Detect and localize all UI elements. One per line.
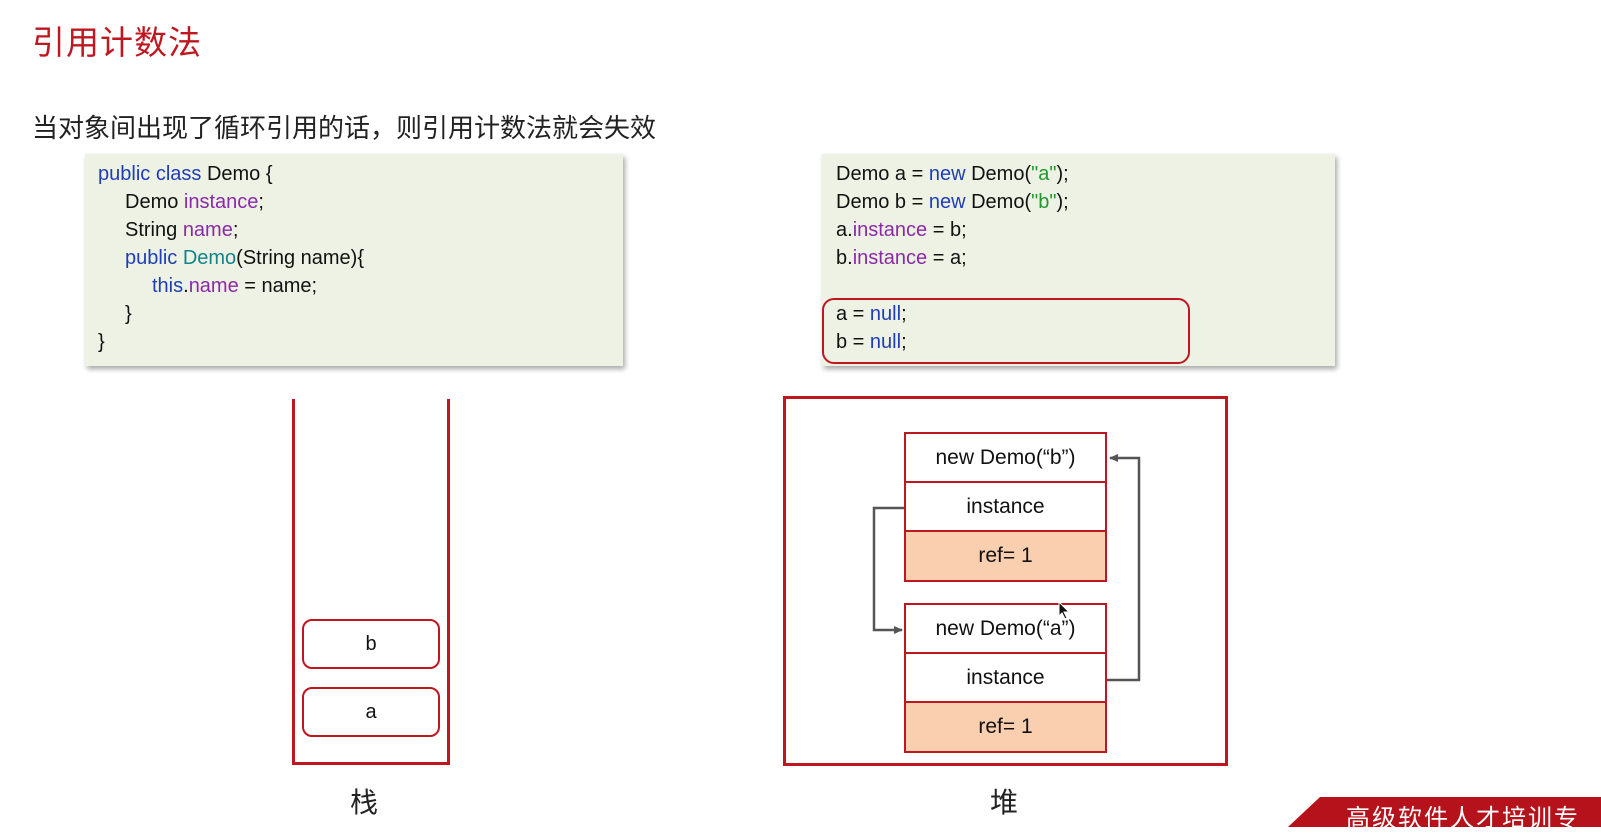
mouse-pointer-icon (1058, 601, 1071, 620)
stack-slot-a: a (302, 687, 440, 737)
code-token: this (152, 275, 184, 297)
code-token: = a; (927, 247, 967, 269)
code-token: b. (836, 247, 853, 269)
object-header: new Demo(“a”) (906, 605, 1105, 654)
code-token: ); (1056, 163, 1069, 185)
code-token: instance (183, 191, 259, 213)
code-token: } (98, 331, 105, 353)
code-token: null (869, 331, 902, 353)
code-token: Demo( (965, 191, 1032, 213)
code-token: = name; (238, 275, 318, 297)
code-token: new (928, 163, 966, 185)
code-token: Demo (182, 247, 237, 269)
code-token: "a" (1031, 163, 1057, 185)
code-token: ; (901, 331, 907, 353)
slide-subtitle: 当对象间出现了循环引用的话，则引用计数法就会失效 (32, 114, 657, 144)
class-code-block: public class Demo { Demo instance; Strin… (85, 154, 623, 366)
code-line: a = null; (836, 300, 1335, 328)
code-token: b = (836, 331, 870, 353)
code-token: . (183, 275, 189, 297)
code-token: ; (901, 303, 907, 325)
arrow-b-instance-to-a (872, 506, 904, 634)
code-line: Demo a = new Demo("a"); (836, 160, 1335, 188)
code-line: } (98, 328, 623, 356)
brand-banner-text: 高级软件人才培训专 (1346, 804, 1580, 832)
code-line: b.instance = a; (836, 244, 1335, 272)
code-line: public class Demo { (98, 160, 623, 188)
code-token: public class (98, 163, 202, 185)
code-line: } (98, 300, 623, 328)
object-field-instance: instance (906, 654, 1105, 703)
code-token: Demo b = (836, 191, 929, 213)
code-line: Demo b = new Demo("b"); (836, 188, 1335, 216)
code-token: new (928, 191, 966, 213)
code-token: instance (852, 247, 928, 269)
heap-container (783, 396, 1228, 766)
object-header: new Demo(“b”) (906, 434, 1105, 483)
null-assignment-highlight (822, 298, 1190, 364)
code-line: a.instance = b; (836, 216, 1335, 244)
code-token: ); (1056, 191, 1069, 213)
slide-title: 引用计数法 (32, 23, 202, 62)
object-ref-count: ref= 1 (906, 703, 1105, 751)
code-line: b = null; (836, 328, 1335, 356)
code-token: } (125, 303, 132, 325)
code-token: Demo a = (836, 163, 929, 185)
object-ref-count: ref= 1 (906, 532, 1105, 580)
code-token: ; (232, 219, 239, 241)
code-token: String (125, 219, 183, 241)
stack-slot-b: b (302, 619, 440, 669)
code-token: = b; (927, 219, 967, 241)
code-line: String name; (98, 216, 623, 244)
heap-object-b: new Demo(“b”) instance ref= 1 (904, 432, 1107, 582)
stack-label: 栈 (350, 786, 379, 819)
code-token: "b" (1031, 191, 1057, 213)
code-token: public (125, 247, 183, 269)
code-token: Demo( (965, 163, 1032, 185)
heap-object-a: new Demo(“a”) instance ref= 1 (904, 603, 1107, 753)
code-line: this.name = name; (98, 272, 623, 300)
code-token: null (869, 303, 902, 325)
arrow-a-instance-to-b (1107, 454, 1141, 682)
code-token: (String name){ (236, 247, 365, 269)
code-token: a. (836, 219, 853, 241)
code-token: name (182, 219, 233, 241)
code-token: Demo { (201, 163, 273, 185)
heap-label: 堆 (990, 786, 1019, 819)
usage-code-block: Demo a = new Demo("a"); Demo b = new Dem… (822, 154, 1335, 366)
code-token: Demo (125, 191, 184, 213)
code-line: Demo instance; (98, 188, 623, 216)
brand-banner (1288, 797, 1601, 827)
object-field-instance: instance (906, 483, 1105, 532)
code-token: a = (836, 303, 870, 325)
code-token: ; (258, 191, 264, 213)
code-token: name (188, 275, 239, 297)
code-token: instance (852, 219, 928, 241)
code-line: public Demo(String name){ (98, 244, 623, 272)
stack-container (292, 399, 450, 765)
